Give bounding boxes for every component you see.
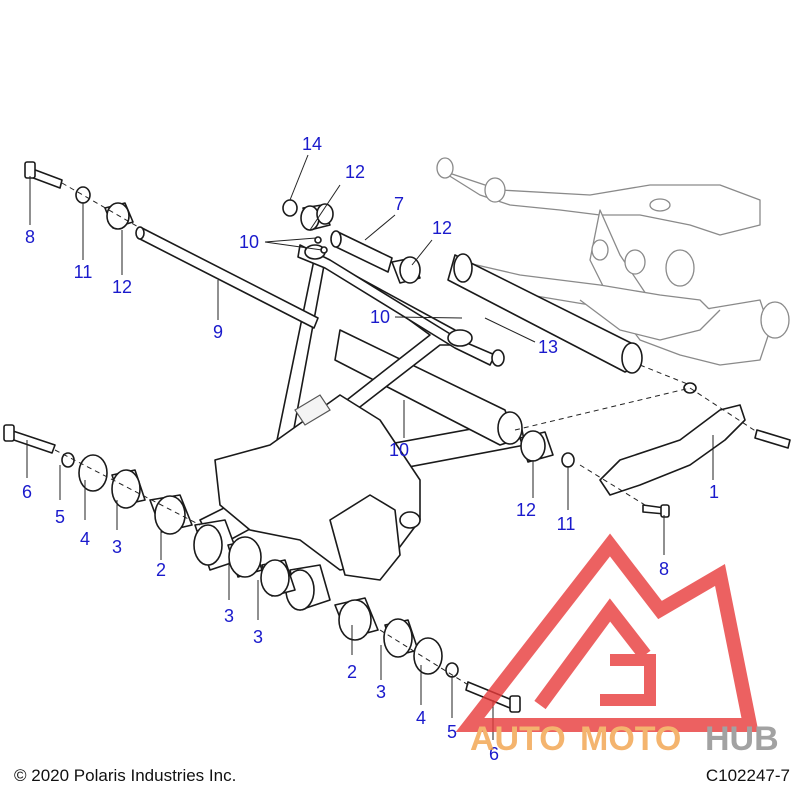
callout-9: 9	[213, 322, 223, 342]
callout-3: 3	[253, 627, 263, 647]
callout-12: 12	[432, 218, 452, 238]
watermark-brand-part3: HUB	[705, 720, 779, 758]
callout-12: 12	[112, 277, 132, 297]
callout-2: 2	[156, 560, 166, 580]
callout-13: 13	[538, 337, 558, 357]
watermark-logo: AUTO MOTO HUB	[455, 533, 779, 758]
callout-10: 10	[370, 307, 390, 327]
callout-10: 10	[389, 440, 409, 460]
callout-4: 4	[416, 708, 426, 728]
callout-5: 5	[447, 722, 457, 742]
top-hardware	[282, 199, 421, 284]
callout-3: 3	[376, 682, 386, 702]
center-lines	[54, 182, 758, 687]
callout-6: 6	[489, 744, 499, 764]
spacer-tube	[330, 230, 393, 273]
watermark-brand-part2: MOTO	[580, 720, 681, 758]
left-hardware	[24, 161, 134, 230]
callout-3: 3	[112, 537, 122, 557]
callout-12: 12	[516, 500, 536, 520]
callout-3: 3	[224, 606, 234, 626]
callout-5: 5	[55, 507, 65, 527]
callout-2: 2	[347, 662, 357, 682]
rear-link-bar	[447, 253, 643, 374]
pivot-shaft	[135, 226, 319, 329]
callout-8: 8	[659, 559, 669, 579]
callout-7: 7	[394, 194, 404, 214]
callout-11: 11	[557, 514, 576, 534]
callout-labels: 1 2 2 3 3 3 3 3 4 4 5 5 6 6 7 8 8 9 10 1…	[22, 134, 719, 764]
callout-11: 11	[74, 262, 93, 282]
callout-8: 8	[25, 227, 35, 247]
callout-1: 1	[709, 482, 719, 502]
copyright-notice: © 2020 Polaris Industries Inc.	[14, 766, 237, 785]
callout-10: 10	[239, 232, 259, 252]
watermark-brand-part1: AUTO	[470, 720, 566, 758]
callout-14: 14	[302, 134, 322, 154]
drawing-number: C102247-7	[705, 766, 790, 785]
right-hardware	[519, 382, 791, 518]
callout-4: 4	[80, 529, 90, 549]
callout-12: 12	[345, 162, 365, 182]
control-arm-assembly-background	[436, 157, 790, 366]
lower-left-hardware	[3, 424, 296, 597]
callout-6: 6	[22, 482, 32, 502]
